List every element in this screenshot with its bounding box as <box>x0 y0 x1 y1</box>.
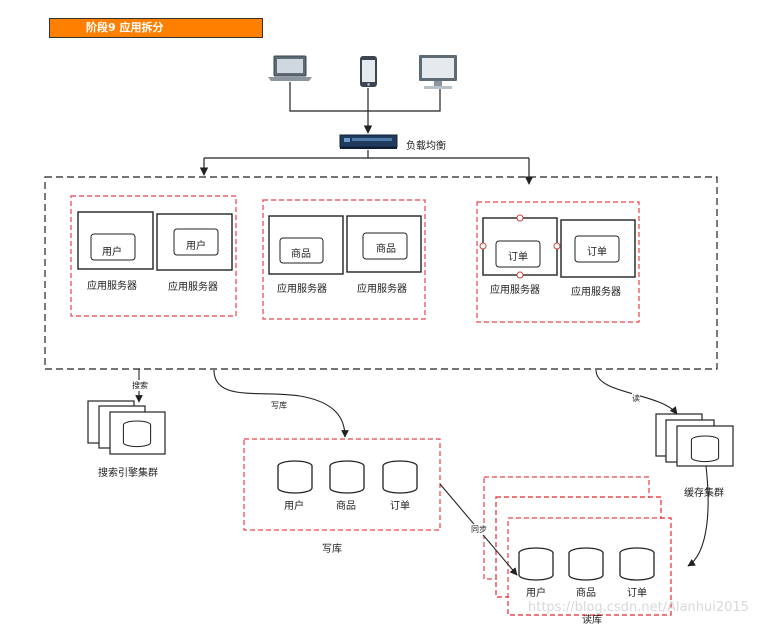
server-module-label: 订单 <box>587 247 607 258</box>
application-tier-boundary <box>44 176 718 370</box>
smartphone-icon <box>360 56 377 87</box>
write-edge-label: 写库 <box>271 400 287 411</box>
laptop-icon <box>268 55 312 81</box>
write-db-table-label: 用户 <box>284 501 304 512</box>
read-db-cylinders <box>518 547 655 581</box>
read-db-table-label: 用户 <box>526 588 546 599</box>
server-module-label: 商品 <box>376 244 396 255</box>
write-db-cylinders <box>277 460 418 494</box>
write-db-table-label: 订单 <box>390 501 410 512</box>
app-server-label: 应用服务器 <box>168 282 218 293</box>
read-db-label: 读库 <box>582 615 602 626</box>
product-server-group <box>262 199 426 320</box>
user-server-group <box>70 195 237 317</box>
page-title: 阶段9 应用拆分 <box>49 18 263 38</box>
load-balancer-icon <box>339 134 398 149</box>
load-balancer-label: 负载均衡 <box>406 141 446 152</box>
server-module-label: 用户 <box>102 247 122 258</box>
search-edge-label: 搜索 <box>132 380 148 391</box>
server-module-label: 商品 <box>291 249 311 260</box>
app-server-label: 应用服务器 <box>357 284 407 295</box>
read-edge-label: 读 <box>632 393 640 404</box>
server-module-label: 用户 <box>186 241 206 252</box>
cache-cluster-label: 缓存集群 <box>684 488 724 499</box>
server-module-label: 订单 <box>508 252 528 263</box>
app-server-label: 应用服务器 <box>571 287 621 298</box>
order-server-group <box>476 201 640 323</box>
app-server-label: 应用服务器 <box>87 281 137 292</box>
write-db-label: 写库 <box>322 544 342 555</box>
read-db-table-label: 订单 <box>627 588 647 599</box>
write-db-table-label: 商品 <box>336 501 356 512</box>
sync-edge-label: 同步 <box>471 524 487 535</box>
read-db-table-label: 商品 <box>576 588 596 599</box>
app-server-label: 应用服务器 <box>490 285 540 296</box>
search-cluster-label: 搜索引擎集群 <box>98 468 158 479</box>
watermark: https://blog.csdn.net/Alanhui2015 <box>528 600 749 615</box>
desktop-monitor-icon <box>419 55 457 89</box>
app-server-label: 应用服务器 <box>277 284 327 295</box>
